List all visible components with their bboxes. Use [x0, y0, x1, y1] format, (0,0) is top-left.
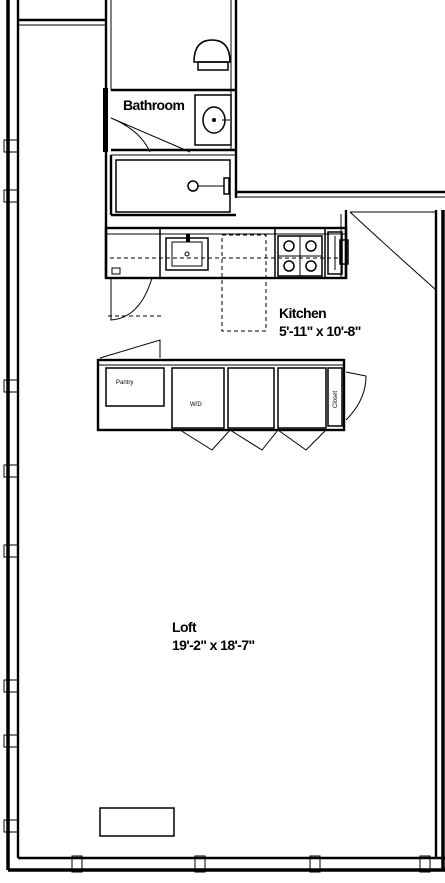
toilet-icon	[193, 39, 231, 71]
kitchen-dimensions: 5'-11" x 10'-8"	[279, 323, 361, 339]
loft-dimensions: 19'-2" x 18'-7"	[172, 637, 255, 653]
radiator-icon	[99, 807, 175, 837]
range-icon	[277, 235, 323, 277]
closet-label: Closet	[333, 391, 339, 408]
pantry-label: Pantry	[116, 380, 133, 386]
entry-closet	[339, 210, 437, 291]
window-mullions-left	[3, 139, 19, 833]
kitchen-island-icon	[221, 234, 267, 332]
kitchen-door	[108, 277, 164, 321]
wd-label: W/D	[190, 402, 202, 408]
exterior-walls	[6, 0, 445, 872]
loft-label: Loft	[172, 619, 197, 635]
kitchen-sink-icon	[165, 234, 209, 271]
refrigerator-icon	[327, 231, 343, 275]
bathroom-label: Bathroom	[123, 97, 184, 113]
bathroom	[103, 0, 238, 278]
sink-icon	[194, 94, 232, 146]
storage-row	[96, 339, 367, 451]
kitchen-label: Kitchen	[279, 305, 326, 321]
window-mullions-bottom	[71, 855, 431, 873]
shower-icon	[115, 159, 231, 213]
